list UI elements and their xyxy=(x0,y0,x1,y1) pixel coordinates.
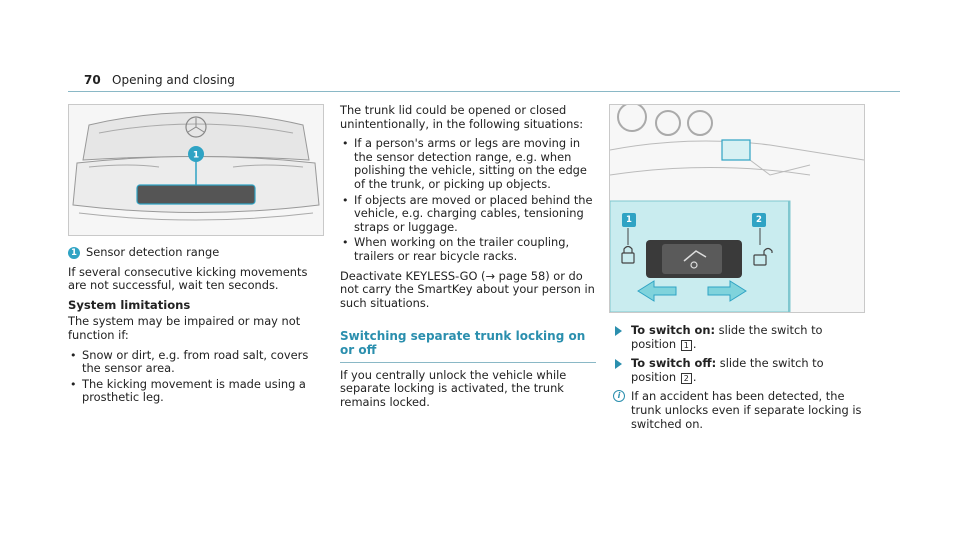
situations-list: If a person's arms or legs are moving in… xyxy=(340,136,596,263)
limitations-list: Snow or dirt, e.g. from road salt, cover… xyxy=(68,348,324,405)
caption-text: Sensor detection range xyxy=(86,245,220,259)
switch-off-label: To switch off: xyxy=(631,356,717,371)
callout-badge-2: 2 xyxy=(752,213,766,227)
trunk-locking-paragraph: If you centrally unlock the vehicle whil… xyxy=(340,367,567,409)
car-rear-illustration: 1 xyxy=(69,105,323,235)
svg-text:1: 1 xyxy=(193,151,199,161)
car-rear-figure: 1 xyxy=(68,104,324,236)
figure-caption: 1 Sensor detection range xyxy=(68,245,324,260)
callout-badge-1: 1 xyxy=(68,246,80,259)
middle-column: The trunk lid could be opened or closed … xyxy=(340,103,596,415)
list-item: If objects are moved or placed behind th… xyxy=(340,193,596,235)
list-item: The kicking movement is made using a pro… xyxy=(68,377,324,405)
switch-off-text: slide the switch to position xyxy=(631,356,824,384)
section-title: Opening and closing xyxy=(112,73,235,87)
switch-on-step: To switch on: slide the switch to positi… xyxy=(609,323,863,351)
step-arrow-icon xyxy=(615,359,622,370)
callout-badge-1: 1 xyxy=(622,213,636,227)
step-arrow-icon xyxy=(615,326,622,336)
switch-on-label: To switch on: xyxy=(631,323,716,337)
list-item: If a person's arms or legs are moving in… xyxy=(340,136,596,191)
switch-off-step: To switch off: slide the switch to posit… xyxy=(609,356,863,384)
limitations-intro: The system may be impaired or may not fu… xyxy=(68,314,301,342)
deactivate-paragraph: Deactivate KEYLESS-GO (→ page 58) or do … xyxy=(340,268,595,310)
right-column: To switch on: slide the switch to positi… xyxy=(609,323,863,437)
page-header: 70 Opening and closing xyxy=(68,71,900,92)
unintended-opening-intro: The trunk lid could be opened or closed … xyxy=(340,103,584,131)
switch-on-text: slide the switch to position xyxy=(631,323,823,351)
system-limitations-heading: System limitations xyxy=(68,297,191,312)
page-number: 70 xyxy=(84,73,101,87)
list-item: Snow or dirt, e.g. from road salt, cover… xyxy=(68,348,324,376)
info-icon: i xyxy=(613,390,625,403)
retry-paragraph: If several consecutive kicking movements… xyxy=(68,264,308,293)
glovebox-illustration xyxy=(610,105,864,312)
trunk-locking-subheading: Switching separate trunk locking on or o… xyxy=(340,329,596,363)
left-column: 1 Sensor detection range If several cons… xyxy=(68,245,324,411)
trunk-switch-figure: 1 2 xyxy=(609,104,865,313)
info-note-text: If an accident has been detected, the tr… xyxy=(631,389,862,431)
list-item: When working on the trailer coupling, tr… xyxy=(340,235,596,263)
position-ref-1: 1 xyxy=(680,339,692,351)
info-note: i If an accident has been detected, the … xyxy=(609,390,863,431)
position-ref-2: 2 xyxy=(680,372,692,384)
